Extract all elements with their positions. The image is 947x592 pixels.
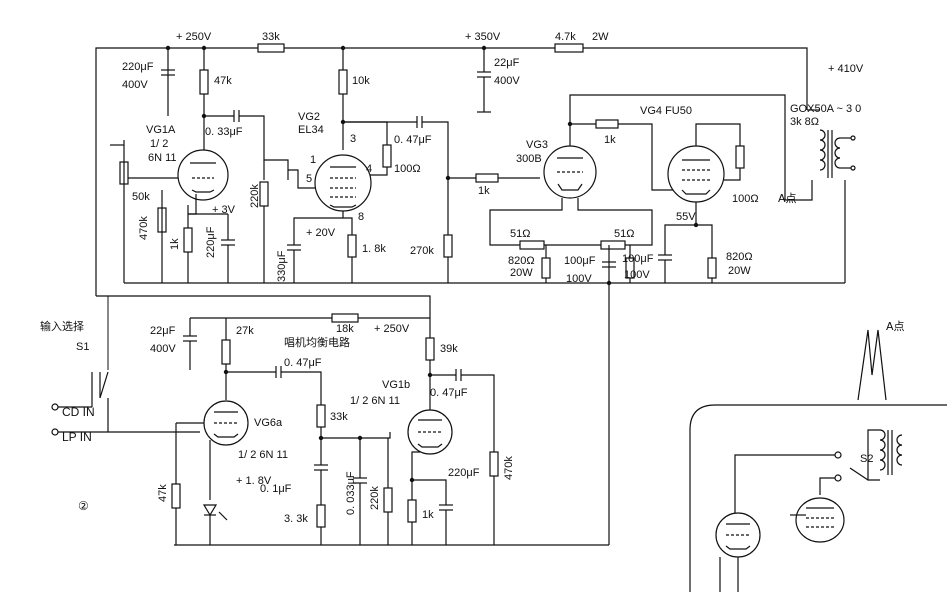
- label-r470k: 470k: [138, 216, 150, 240]
- inset-detail: [689, 329, 947, 592]
- label-r220k-phono: 220k: [369, 486, 381, 510]
- label-point-a: A点: [778, 192, 797, 205]
- stage2-vg2: [287, 48, 491, 283]
- label-pin8: 8: [358, 211, 364, 223]
- label-r470k-phono: 470k: [503, 456, 515, 480]
- label-vg1a: VG1A: [146, 124, 176, 136]
- label-pin1: 1: [310, 154, 316, 166]
- label-r33k: 33k: [262, 31, 280, 43]
- label-c100r-a: 100μF: [622, 253, 654, 265]
- label-vg4: VG4 FU50: [640, 105, 692, 117]
- label-vg2: VG2: [298, 111, 320, 123]
- label-c22-a: 22μF: [494, 57, 520, 69]
- label-r33k-phono: 33k: [330, 411, 348, 423]
- label-inset-point-a: A点: [886, 320, 905, 333]
- label-r220k: 220k: [249, 184, 261, 208]
- label-c047b: 0. 47μF: [430, 387, 468, 399]
- label-r33k2: 3. 3k: [284, 513, 308, 525]
- label-s1: S1: [76, 341, 89, 353]
- label-r47k-s1: 47k: [214, 75, 232, 87]
- label-r18k-phono: 18k: [336, 323, 354, 335]
- label-vg1a-half: 1/ 2: [150, 138, 168, 150]
- label-r50k: 50k: [132, 191, 150, 203]
- label-r820-b-s3: 20W: [510, 267, 533, 279]
- label-c220-phono: 220μF: [448, 467, 480, 479]
- label-v3: + 3V: [212, 204, 236, 216]
- label-b410: + 410V: [828, 63, 864, 75]
- stage1-vg1a: [110, 48, 289, 283]
- label-c033: 0. 33μF: [205, 126, 243, 138]
- supply-rails: [95, 43, 846, 370]
- label-c22-phono-b: 400V: [150, 343, 176, 355]
- label-c01: 0. 1μF: [260, 483, 292, 495]
- label-b350: + 350V: [465, 31, 501, 43]
- phono-eq: [171, 313, 609, 546]
- labels: + 250V 33k + 350V 4.7k 2W + 410V 220μF 4…: [40, 31, 905, 525]
- label-vg6a: VG6a: [254, 417, 283, 429]
- label-r270k: 270k: [410, 245, 434, 257]
- label-pin5: 5: [306, 173, 312, 185]
- label-c100-b: 100V: [566, 273, 592, 285]
- label-b250: + 250V: [176, 31, 212, 43]
- label-r100-s2: 100Ω: [394, 163, 421, 175]
- label-r1k-s4: 1k: [604, 134, 616, 146]
- label-pin4: 4: [366, 163, 372, 175]
- label-c22-b: 400V: [494, 75, 520, 87]
- label-r100-s4: 100Ω: [732, 193, 759, 205]
- label-c330: 330μF: [276, 250, 288, 282]
- label-r1k: 1k: [169, 238, 181, 250]
- label-c220uf: 220μF: [205, 226, 217, 258]
- label-c100-a: 100μF: [564, 255, 596, 267]
- label-r39k: 39k: [440, 343, 458, 355]
- label-vg1b: VG1b: [382, 379, 410, 391]
- label-vg1a-type: 6N 11: [148, 152, 177, 164]
- label-figure-number: ②: [78, 499, 89, 513]
- label-c100r-b: 100V: [624, 269, 650, 281]
- label-r1k-grid: 1k: [478, 185, 490, 197]
- label-input-selector: 输入选择: [40, 319, 84, 333]
- label-c0033: 0. 033μF: [345, 471, 357, 515]
- input-selector: [51, 371, 200, 436]
- label-lp-in: LP IN: [62, 430, 92, 444]
- label-r18k: 1. 8k: [362, 243, 386, 255]
- label-c047-phono: 0. 47μF: [284, 357, 322, 369]
- label-r27k: 27k: [236, 325, 254, 337]
- stage3-vg3: [448, 94, 786, 545]
- label-xfmr-sub: 3k 8Ω: [790, 116, 819, 128]
- label-cd-in: CD IN: [62, 405, 95, 419]
- label-c22-phono-a: 22μF: [150, 325, 176, 337]
- label-r10k: 10k: [352, 75, 370, 87]
- stage4-vg4: [658, 70, 856, 283]
- label-pin3: 3: [350, 133, 356, 145]
- label-r51-l: 51Ω: [510, 228, 530, 240]
- label-xfmr: GOX50A ~ 3 0: [790, 103, 861, 115]
- label-v20: + 20V: [306, 227, 336, 239]
- label-v55: 55V: [676, 211, 696, 223]
- label-r820-a-s4: 820Ω: [726, 251, 753, 263]
- label-v18: + 1. 8V: [236, 475, 272, 487]
- label-c220-b: 400V: [122, 79, 148, 91]
- label-r820-b-s4: 20W: [728, 265, 751, 277]
- label-r47k: 4.7k: [555, 31, 576, 43]
- label-r51-r: 51Ω: [614, 228, 634, 240]
- label-r820-a-s3: 820Ω: [508, 255, 535, 267]
- junctions: [165, 45, 699, 483]
- label-el34: EL34: [298, 124, 324, 136]
- label-s2: S2: [860, 453, 873, 465]
- label-300b: 300B: [516, 153, 542, 165]
- label-r1k-phono: 1k: [422, 509, 434, 521]
- label-vg3: VG3: [526, 139, 548, 151]
- label-c047: 0. 47μF: [394, 134, 432, 146]
- label-vg6a-half: 1/ 2 6N 11: [238, 449, 288, 461]
- label-2w: 2W: [592, 31, 609, 43]
- label-r47k-phono: 47k: [157, 484, 169, 502]
- label-vg1b-half: 1/ 2 6N 11: [350, 395, 400, 407]
- label-b250-phono: + 250V: [374, 323, 410, 335]
- label-phono-title: 唱机均衡电路: [284, 335, 350, 349]
- label-c220-a: 220μF: [122, 61, 154, 73]
